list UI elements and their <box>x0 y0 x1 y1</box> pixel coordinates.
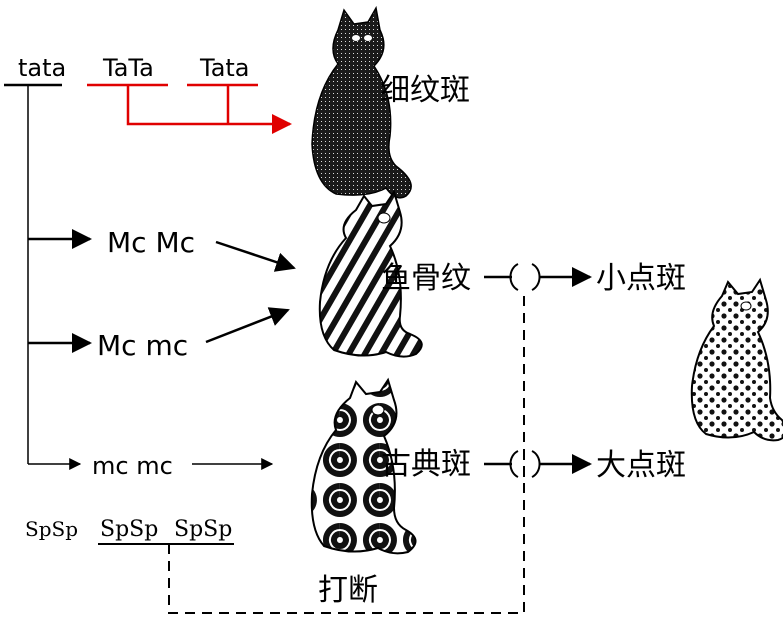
McMc-to-mackerel-arrow <box>216 242 294 268</box>
genotype-mcmc: mc mc <box>92 452 173 480</box>
ticked-red-arrow <box>128 85 290 124</box>
genotype-tata: tata <box>18 54 66 82</box>
phenotype-large-spot: 大点斑 <box>596 448 686 483</box>
genotype-spsp: SpSp <box>25 517 78 541</box>
phenotype-small-spot: 小点斑 <box>596 261 686 296</box>
genotype-Spsp: SpSp <box>100 517 158 542</box>
switch-upper <box>510 264 539 290</box>
phenotype-classic: 古典斑 <box>381 447 471 482</box>
phenotype-break: 打断 <box>318 573 378 608</box>
phenotype-ticked: 细纹斑 <box>380 73 470 108</box>
genotype-SpSp: SpSp <box>174 517 232 542</box>
cat-spotted-icon <box>692 280 783 440</box>
genotype-Tata: Tata <box>199 54 250 82</box>
Mcmc-to-mackerel-arrow <box>206 310 288 342</box>
phenotype-mackerel: 鱼骨纹 <box>381 261 471 296</box>
genotype-McMc: Mc Mc <box>107 226 195 259</box>
genotype-TaTa: TaTa <box>102 54 154 82</box>
genotype-Mcmc: Mc mc <box>97 329 188 362</box>
